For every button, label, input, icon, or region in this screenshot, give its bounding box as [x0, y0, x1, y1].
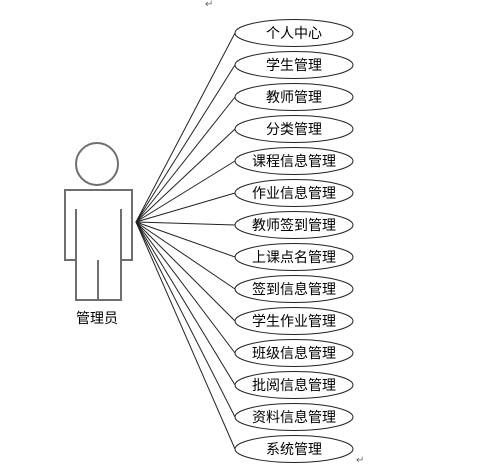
use-case-ellipse [234, 19, 354, 47]
association-line [135, 221, 236, 354]
use-case: 系统管理 [234, 435, 354, 463]
association-line [135, 221, 236, 322]
association-line [135, 221, 236, 450]
use-case: 课程信息管理 [234, 147, 354, 175]
association-line [135, 221, 236, 226]
use-case: 学生管理 [234, 51, 354, 79]
use-case: 签到信息管理 [234, 275, 354, 303]
use-case: 教师管理 [234, 83, 354, 111]
use-case-ellipse [234, 371, 354, 399]
actor-figure [64, 142, 133, 301]
use-case-label: 签到信息管理 [252, 281, 336, 298]
use-case-ellipse [234, 339, 354, 367]
use-case-label: 上课点名管理 [252, 250, 336, 266]
use-case-list: 个人中心学生管理教师管理分类管理课程信息管理作业信息管理教师签到管理上课点名管理… [234, 19, 354, 463]
actor-body [64, 189, 133, 301]
association-line [135, 32, 236, 223]
connector-lines [135, 32, 236, 450]
use-case: 批阅信息管理 [234, 371, 354, 399]
use-case-ellipse [234, 403, 354, 431]
paragraph-mark-top: ↵ [205, 0, 213, 10]
use-case: 学生作业管理 [234, 307, 354, 335]
use-case: 作业信息管理 [234, 179, 354, 207]
actor-label: 管理员 [76, 311, 118, 327]
use-case-ellipse [234, 435, 354, 463]
use-case: 个人中心 [234, 19, 354, 47]
association-line [135, 221, 236, 290]
association-line [135, 192, 236, 223]
use-case-ellipse [234, 275, 354, 303]
association-line [135, 221, 236, 258]
use-case-ellipse [234, 115, 354, 143]
use-case: 资料信息管理 [234, 403, 354, 431]
association-line [135, 64, 236, 223]
use-case-ellipse [234, 307, 354, 335]
use-case-label: 课程信息管理 [252, 153, 336, 170]
use-case-ellipse [234, 83, 354, 111]
use-case-label: 学生管理 [266, 58, 322, 74]
use-case: 教师签到管理 [234, 211, 354, 239]
paragraph-mark-bottom: ↵ [356, 455, 364, 466]
use-case-ellipse [234, 179, 354, 207]
use-case: 分类管理 [234, 115, 354, 143]
use-case-label: 系统管理 [266, 442, 322, 458]
use-case-label: 批阅信息管理 [252, 377, 336, 394]
actor-head [75, 142, 119, 186]
association-line [135, 160, 236, 223]
use-case-label: 作业信息管理 [252, 185, 336, 202]
association-line [135, 221, 236, 386]
use-case-label: 分类管理 [266, 122, 322, 138]
use-case-label: 资料信息管理 [252, 409, 336, 426]
association-line [135, 96, 236, 223]
use-case-label: 学生作业管理 [252, 314, 336, 330]
association-line [135, 221, 236, 418]
use-case-label: 个人中心 [266, 26, 322, 42]
use-case-ellipse [234, 243, 354, 271]
use-case-ellipse [234, 51, 354, 79]
association-line [135, 128, 236, 223]
use-case-ellipse [234, 147, 354, 175]
use-case: 上课点名管理 [234, 243, 354, 271]
use-case-label: 教师管理 [266, 90, 322, 106]
use-case: 班级信息管理 [234, 339, 354, 367]
use-case-ellipse [234, 211, 354, 239]
use-case-label: 班级信息管理 [252, 345, 336, 362]
use-case-label: 教师签到管理 [252, 217, 336, 234]
